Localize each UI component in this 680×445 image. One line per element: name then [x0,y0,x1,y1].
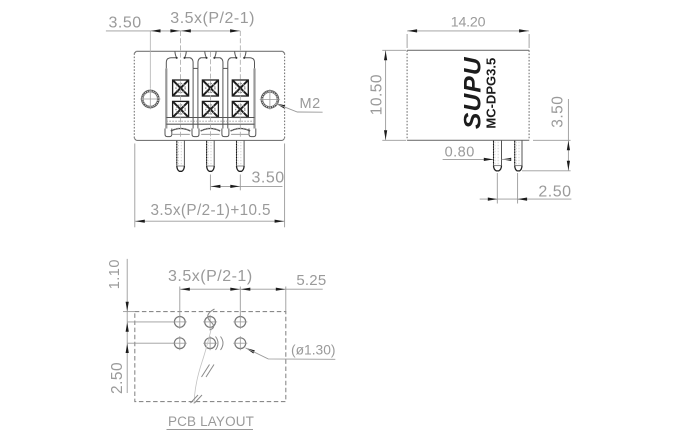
svg-text:3.5x(P/2-1): 3.5x(P/2-1) [170,10,255,27]
svg-text:14.20: 14.20 [451,15,486,31]
svg-text:3.50: 3.50 [252,169,285,186]
svg-text:MC-DPG3.5: MC-DPG3.5 [484,58,499,129]
svg-text:3.5x(P/2-1)+10.5: 3.5x(P/2-1)+10.5 [151,202,271,219]
svg-text:10.50: 10.50 [368,74,385,115]
svg-text:2.50: 2.50 [538,184,571,201]
svg-text:3.5x(P/2-1): 3.5x(P/2-1) [168,268,253,285]
svg-text:PCB LAYOUT: PCB LAYOUT [168,414,254,429]
svg-text:(ø1.30): (ø1.30) [291,343,335,358]
svg-text:3.50: 3.50 [550,96,567,128]
svg-text:M2: M2 [300,96,321,112]
svg-text:5.25: 5.25 [296,272,326,289]
svg-text:2.50: 2.50 [109,362,126,394]
svg-text:3.50: 3.50 [109,14,142,31]
svg-text:SUPU: SUPU [459,56,486,129]
svg-text:1.10: 1.10 [107,259,123,289]
svg-text:0.80: 0.80 [445,144,475,160]
